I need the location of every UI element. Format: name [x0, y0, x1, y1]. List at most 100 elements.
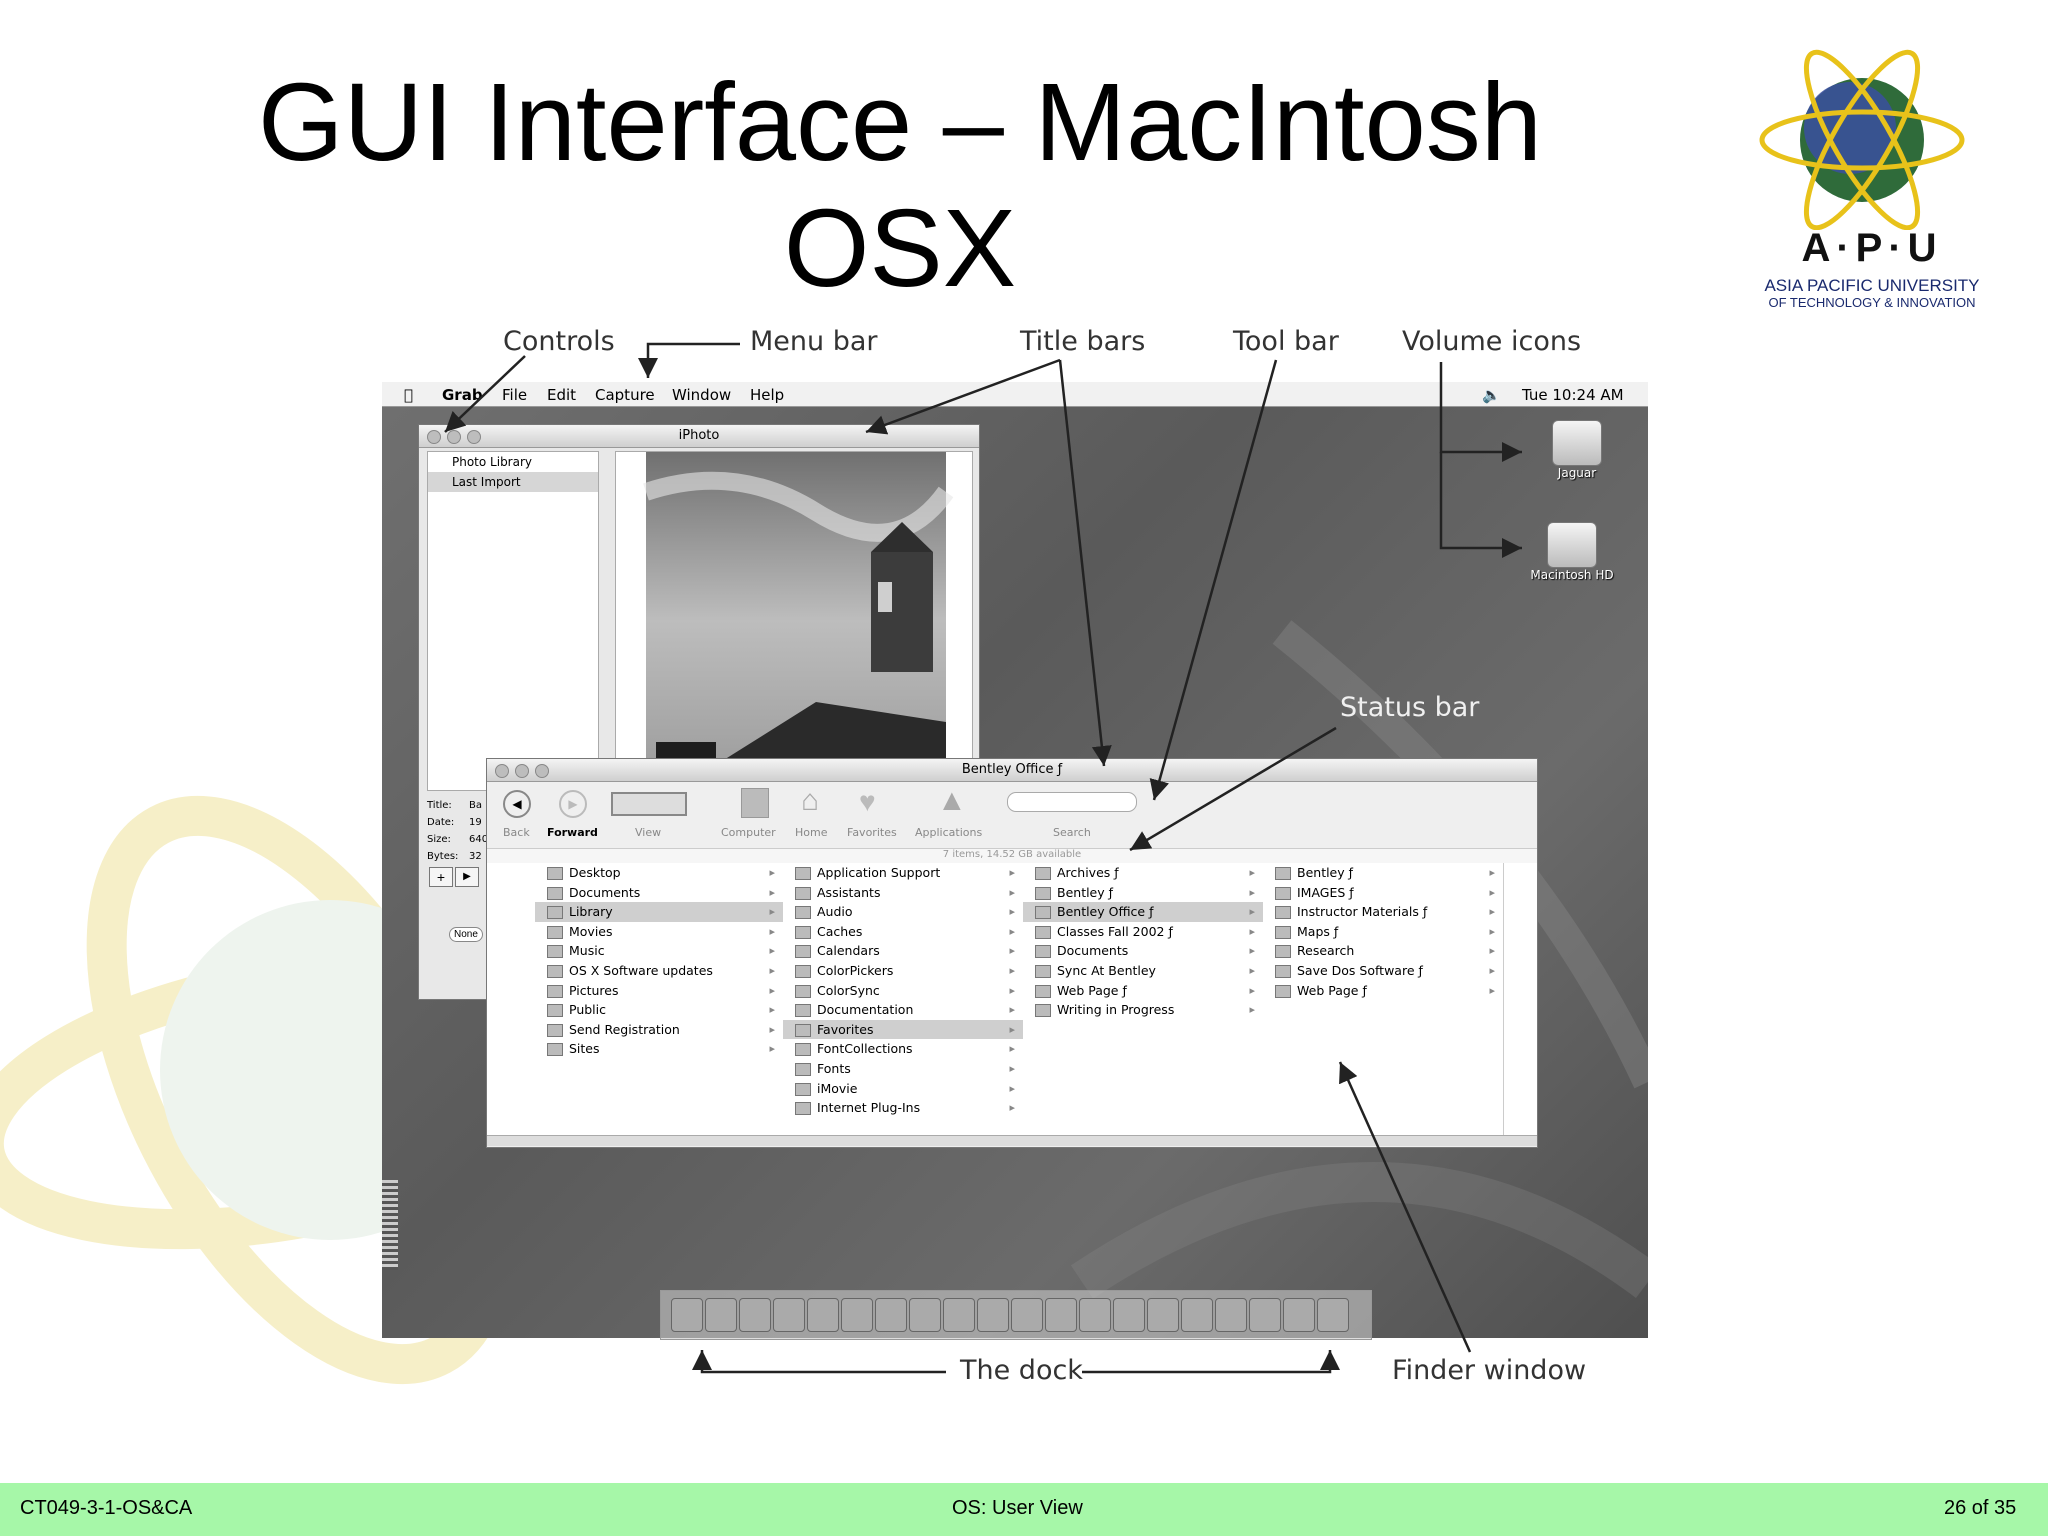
iphoto-title-bar[interactable]: iPhoto — [419, 425, 979, 448]
finder-folder-item[interactable]: Documents — [535, 883, 783, 903]
finder-folder-item[interactable]: Instructor Materials ƒ — [1263, 902, 1503, 922]
volume-speaker-icon[interactable]: 🔈 — [1482, 386, 1501, 404]
zoom-control-icon[interactable] — [535, 764, 549, 778]
volume-label: Macintosh HD — [1530, 568, 1614, 582]
menu-window[interactable]: Window — [672, 386, 732, 404]
close-control-icon[interactable] — [427, 430, 441, 444]
dock-app-icon[interactable] — [1249, 1298, 1281, 1332]
dock-app-icon[interactable] — [909, 1298, 941, 1332]
minimize-control-icon[interactable] — [515, 764, 529, 778]
finder-folder-item[interactable]: Bentley ƒ — [1263, 863, 1503, 883]
dock-app-icon[interactable] — [1181, 1298, 1213, 1332]
finder-title: Bentley Office ƒ — [961, 762, 1063, 777]
finder-folder-item[interactable]: Classes Fall 2002 ƒ — [1023, 922, 1263, 942]
finder-folder-item[interactable]: Sync At Bentley — [1023, 961, 1263, 981]
finder-folder-item[interactable]: Caches — [783, 922, 1023, 942]
finder-folder-item[interactable]: Bentley Office ƒ — [1023, 902, 1263, 922]
finder-folder-item[interactable]: Audio — [783, 902, 1023, 922]
finder-folder-item[interactable]: Web Page ƒ — [1263, 981, 1503, 1001]
finder-folder-item[interactable]: Internet Plug-Ins — [783, 1098, 1023, 1118]
finder-folder-item[interactable]: Desktop — [535, 863, 783, 883]
dock-app-icon[interactable] — [807, 1298, 839, 1332]
finder-folder-item[interactable]: ColorPickers — [783, 961, 1023, 981]
dock-app-icon[interactable] — [875, 1298, 907, 1332]
dock-app-icon[interactable] — [773, 1298, 805, 1332]
finder-folder-item[interactable]: Bentley ƒ — [1023, 883, 1263, 903]
arrow-volume-icons-2 — [1439, 452, 1522, 558]
finder-folder-item[interactable]: iMovie — [783, 1079, 1023, 1099]
finder-folder-item[interactable]: Favorites — [783, 1019, 1023, 1040]
dock-app-icon[interactable] — [1011, 1298, 1043, 1332]
iphoto-title: iPhoto — [678, 428, 720, 443]
none-button[interactable]: None — [449, 927, 483, 942]
back-arrow-icon[interactable]: ◀ — [503, 790, 531, 818]
finder-folder-item[interactable]: Movies — [535, 922, 783, 942]
finder-folder-item[interactable]: Documents — [1023, 941, 1263, 961]
arrow-menu-bar — [638, 342, 740, 378]
dock-app-icon[interactable] — [943, 1298, 975, 1332]
dock-app-icon[interactable] — [1283, 1298, 1315, 1332]
dock-app-icon[interactable] — [1317, 1298, 1349, 1332]
search-field[interactable] — [1007, 792, 1137, 812]
finder-folder-item[interactable]: Library — [535, 902, 783, 922]
dock-app-icon[interactable] — [1147, 1298, 1179, 1332]
arrow-dock-right — [1082, 1350, 1340, 1374]
dock-app-icon[interactable] — [841, 1298, 873, 1332]
dock-app-icon[interactable] — [1045, 1298, 1077, 1332]
finder-folder-item[interactable]: Send Registration — [535, 1020, 783, 1040]
finder-folder-item[interactable]: Music — [535, 941, 783, 961]
footer-page-number: 26 of 35 — [1944, 1497, 2017, 1519]
hard-drive-icon — [1547, 522, 1597, 568]
finder-folder-item[interactable]: Assistants — [783, 883, 1023, 903]
finder-folder-item[interactable]: Calendars — [783, 941, 1023, 961]
zoom-control-icon[interactable] — [467, 430, 481, 444]
menu-app-grab[interactable]: Grab — [442, 386, 483, 404]
dock-app-icon[interactable] — [705, 1298, 737, 1332]
home-icon[interactable]: ⌂ — [801, 784, 820, 817]
menu-edit[interactable]: Edit — [547, 386, 577, 404]
menu-help[interactable]: Help — [750, 386, 785, 404]
finder-folder-item[interactable]: Application Support — [783, 863, 1023, 883]
dock-app-icon[interactable] — [739, 1298, 771, 1332]
finder-folder-item[interactable]: FontCollections — [783, 1039, 1023, 1059]
menu-file[interactable]: File — [502, 386, 528, 404]
add-album-button[interactable]: + — [429, 867, 453, 887]
finder-folder-item[interactable]: Web Page ƒ — [1023, 981, 1263, 1001]
finder-folder-item[interactable]: Save Dos Software ƒ — [1263, 961, 1503, 981]
menu-clock[interactable]: Tue 10:24 AM — [1522, 386, 1624, 404]
view-mode-icon[interactable] — [611, 792, 687, 816]
horizontal-scrollbar[interactable] — [487, 1135, 1537, 1146]
menu-capture[interactable]: Capture — [595, 386, 655, 404]
source-photo-library[interactable]: Photo Library — [452, 455, 533, 469]
dock-app-icon[interactable] — [1079, 1298, 1111, 1332]
volume-macintosh-hd[interactable]: Macintosh HD — [1512, 522, 1632, 582]
source-last-import[interactable]: Last Import — [428, 472, 598, 492]
forward-arrow-icon[interactable]: ▶ — [559, 790, 587, 818]
finder-folder-item[interactable]: ColorSync — [783, 981, 1023, 1001]
finder-window: Bentley Office ƒ ◀ ▶ ⌂ ♥ ▲ Back Forward … — [486, 758, 1538, 1148]
finder-folder-item[interactable]: Fonts — [783, 1059, 1023, 1079]
close-control-icon[interactable] — [495, 764, 509, 778]
finder-folder-item[interactable]: Pictures — [535, 981, 783, 1001]
finder-folder-item[interactable]: Documentation — [783, 1000, 1023, 1020]
apu-logo: A·P·U ASIA PACIFIC UNIVERSITY OF TECHNOL… — [1722, 30, 2032, 320]
favorites-heart-icon[interactable]: ♥ — [859, 786, 876, 817]
volume-jaguar[interactable]: Jaguar — [1532, 420, 1622, 480]
finder-folder-item[interactable]: Archives ƒ — [1023, 863, 1263, 883]
finder-folder-item[interactable]: IMAGES ƒ — [1263, 883, 1503, 903]
play-slideshow-button[interactable]: ▶ — [455, 867, 479, 887]
finder-folder-item[interactable]: Public — [535, 1000, 783, 1020]
dock-app-icon[interactable] — [671, 1298, 703, 1332]
dock-app-icon[interactable] — [1215, 1298, 1247, 1332]
apple-menu-icon[interactable]:  — [404, 386, 413, 404]
finder-folder-item[interactable]: Sites — [535, 1039, 783, 1059]
applications-icon[interactable]: ▲ — [937, 784, 967, 817]
dock-app-icon[interactable] — [977, 1298, 1009, 1332]
finder-folder-item[interactable]: Maps ƒ — [1263, 922, 1503, 942]
computer-icon[interactable] — [741, 788, 769, 818]
arrow-controls — [444, 355, 526, 433]
finder-folder-item[interactable]: Writing in Progress — [1023, 1000, 1263, 1020]
finder-folder-item[interactable]: OS X Software updates — [535, 961, 783, 981]
finder-folder-item[interactable]: Research — [1263, 941, 1503, 961]
dock-app-icon[interactable] — [1113, 1298, 1145, 1332]
